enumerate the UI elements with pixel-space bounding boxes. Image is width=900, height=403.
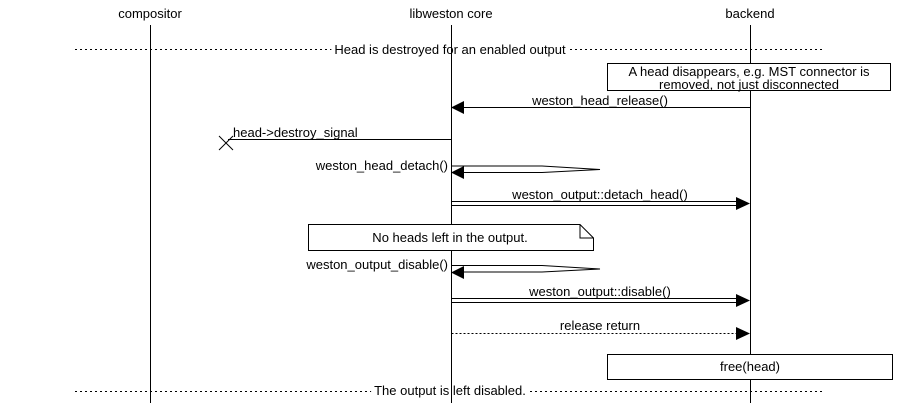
label-note-no-heads: No heads left in the output.: [372, 230, 528, 245]
label-weston-head-detach: weston_head_detach(): [315, 158, 448, 173]
arrowhead-weston-head-detach: [451, 166, 464, 179]
label-release-return: release return: [559, 318, 641, 333]
label-weston-output-disable: weston_output_disable(): [306, 257, 448, 272]
participant-compositor: compositor: [118, 6, 182, 21]
participant-libweston-core: libweston core: [409, 6, 493, 21]
arrowhead-weston-output-disable: [451, 266, 464, 279]
arrowhead-detach-head: [736, 197, 750, 210]
note-fold-corner-icon: [579, 224, 594, 239]
label-detach-head: weston_output::detach_head(): [512, 187, 688, 202]
label-weston-head-release: weston_head_release(): [532, 93, 668, 108]
note-no-heads-shape: [308, 224, 594, 251]
label-head-destroy-signal: head->destroy_signal: [233, 125, 358, 140]
arrowhead-weston-head-release: [451, 101, 464, 114]
divider-label-output-disabled: The output is left disabled.: [371, 384, 529, 397]
note-head-disappears: A head disappears, e.g. MST connector is…: [607, 63, 891, 91]
arrowhead-output-disable: [736, 294, 750, 307]
label-output-disable: weston_output::disable(): [529, 284, 671, 299]
action-box-free-head: free(head): [607, 354, 893, 380]
arrowhead-release-return: [736, 327, 750, 340]
participant-backend: backend: [725, 6, 775, 21]
divider-label-head-destroyed: Head is destroyed for an enabled output: [331, 43, 569, 56]
selfcall-weston-head-detach-loop: [451, 165, 601, 173]
selfcall-weston-output-disable-loop: [451, 265, 601, 273]
lost-message-x-icon: [218, 135, 234, 151]
